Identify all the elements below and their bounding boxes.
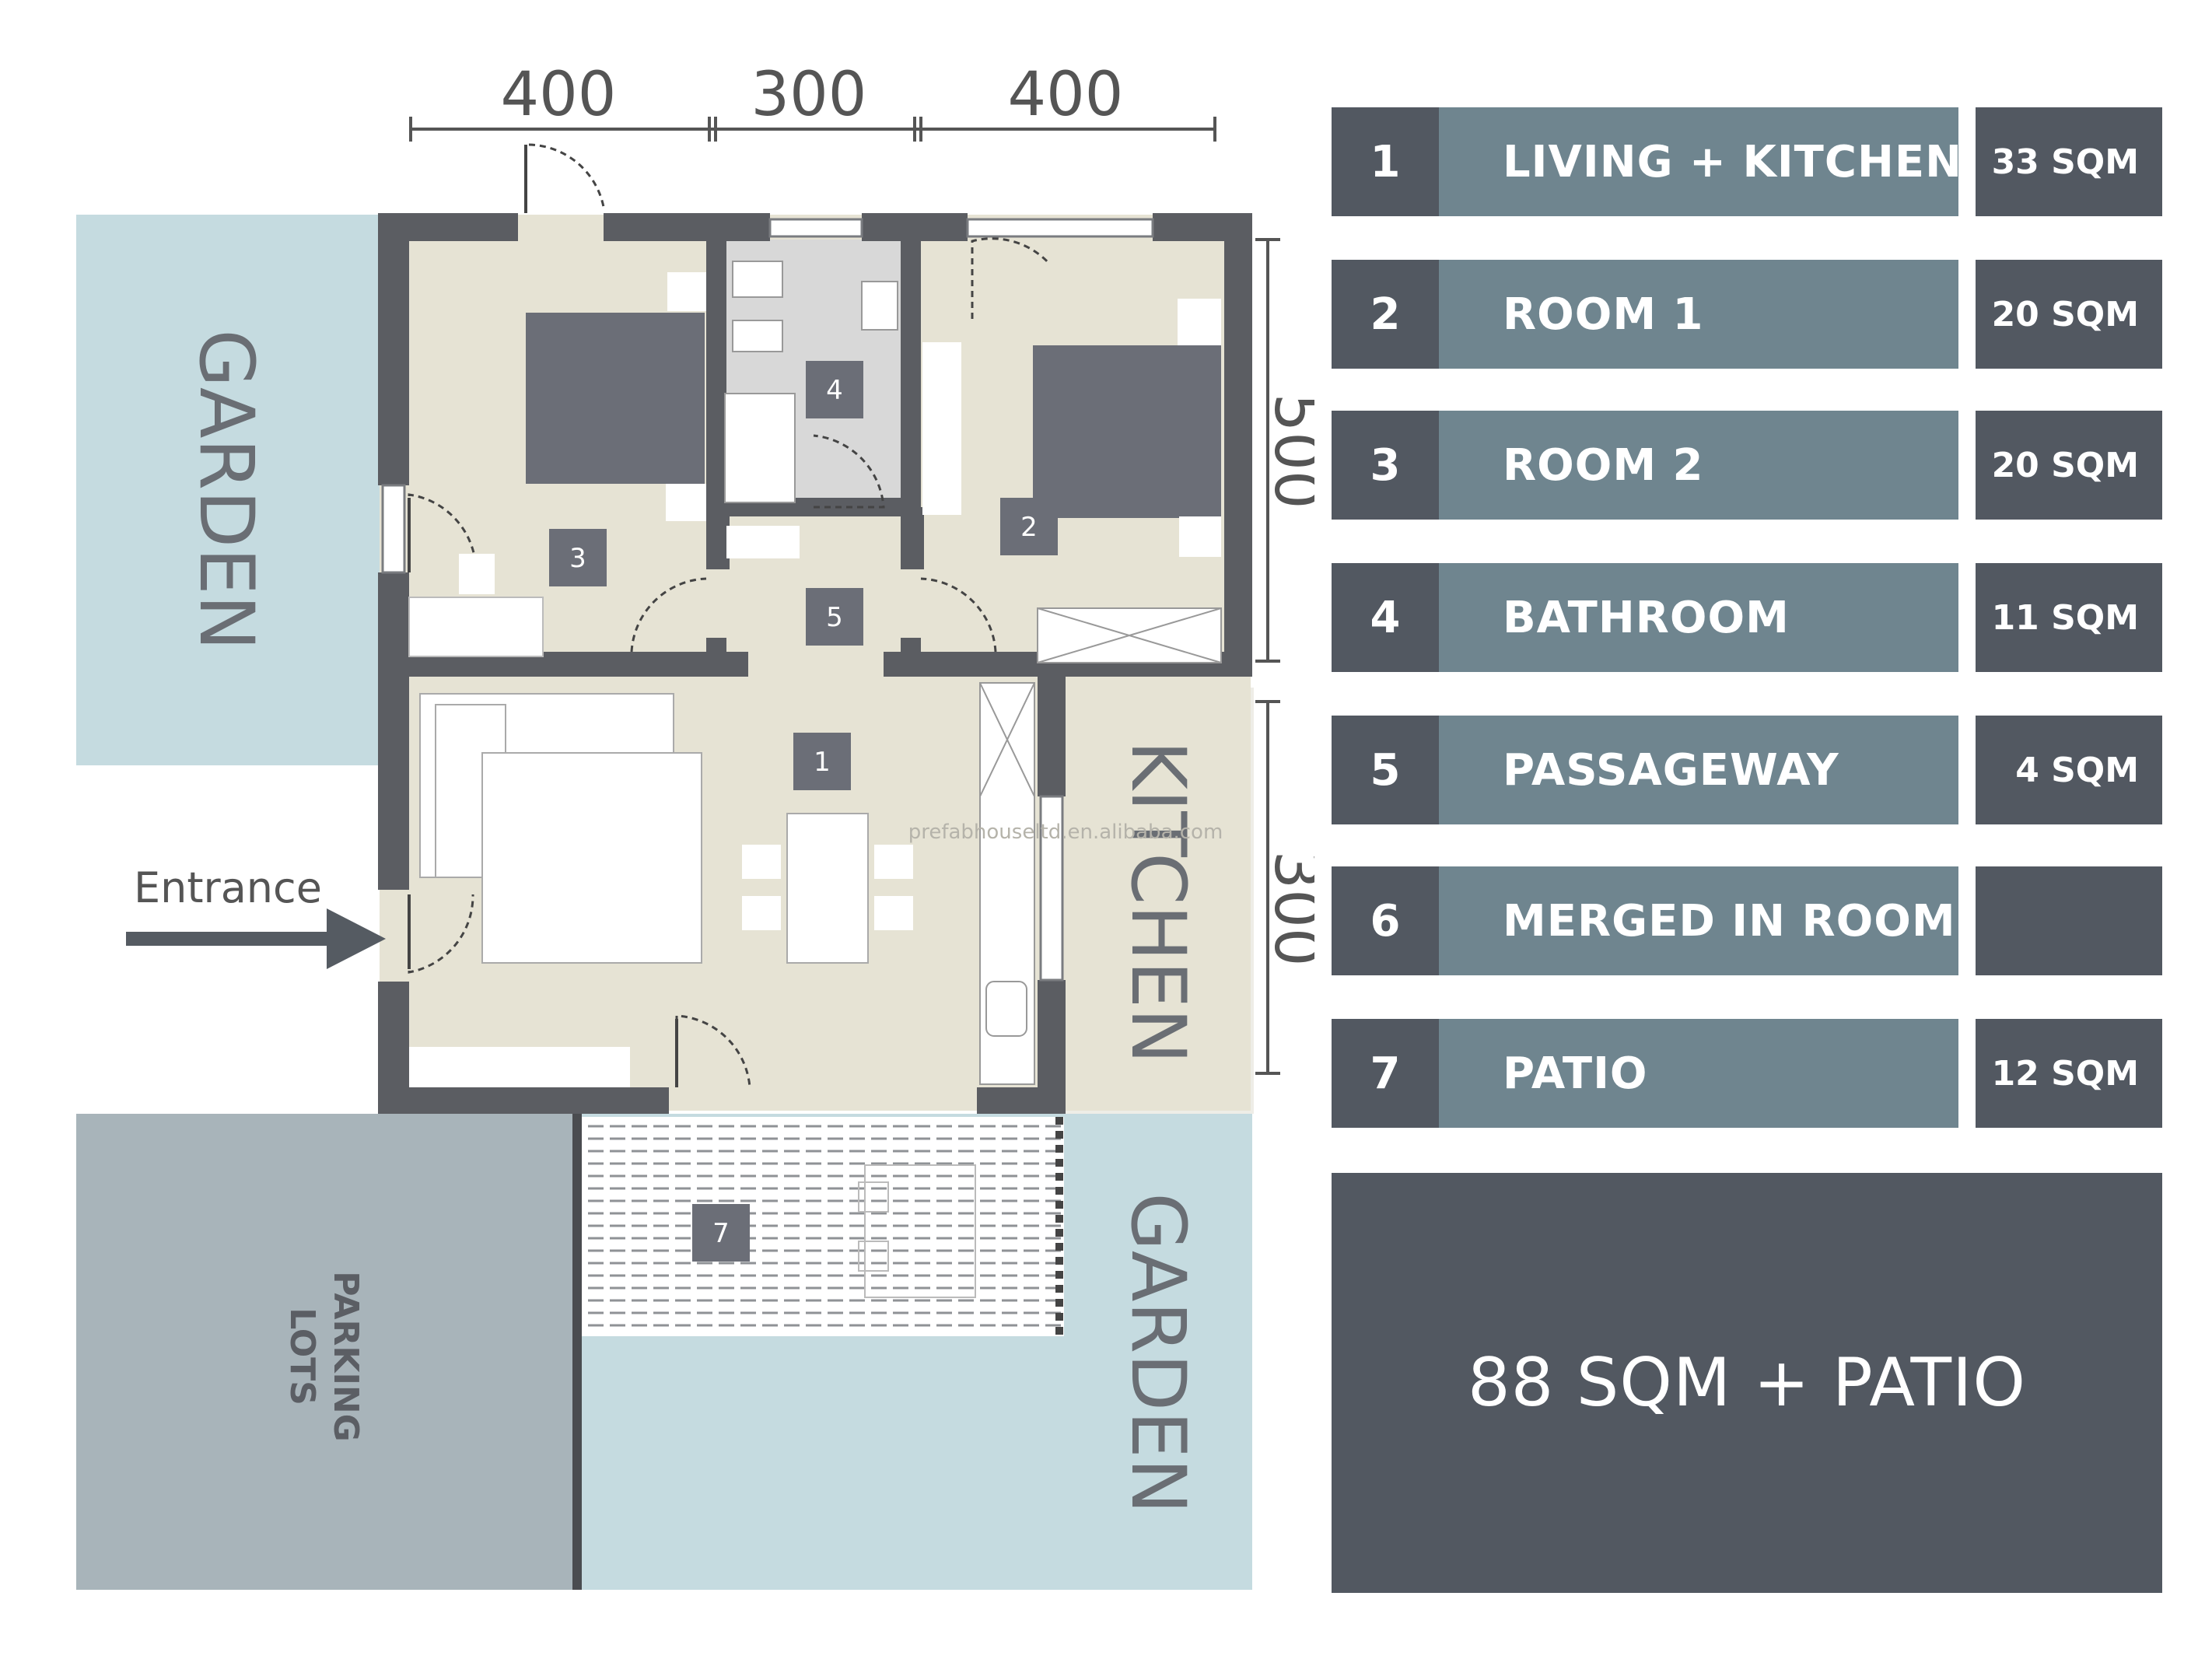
total-area-panel: 88 SQM + PATIO — [1332, 1173, 2162, 1593]
legend-area — [1976, 866, 2162, 975]
marker-1: 1 — [814, 747, 831, 778]
legend-area: 11 SQM — [1976, 563, 2162, 672]
windows — [381, 218, 1154, 982]
legend-name: BATHROOM — [1439, 563, 1958, 672]
legend-area: 20 SQM — [1976, 260, 2162, 369]
parking-label-line1: PARKING — [326, 1271, 366, 1442]
entrance-label: Entrance — [134, 863, 322, 912]
legend-row-3: 3 ROOM 2 20 SQM — [1332, 411, 2162, 520]
marker-5: 5 — [826, 602, 843, 633]
legend-row-2: 2 ROOM 1 20 SQM — [1332, 260, 2162, 369]
legend-row-5: 5 PASSAGEWAY 4 SQM — [1332, 716, 2162, 824]
legend-name: ROOM 2 — [1439, 411, 1958, 520]
marker-2: 2 — [1020, 512, 1038, 543]
marker-3: 3 — [569, 543, 586, 574]
legend-name: PASSAGEWAY — [1439, 716, 1958, 824]
garden-bottom-label: GARDEN — [1115, 1192, 1202, 1514]
legend-area: 4 SQM — [1976, 716, 2162, 824]
marker-4-box — [806, 361, 863, 418]
legend-row-1: 1 LIVING + KITCHEN 33 SQM — [1332, 107, 2162, 216]
walls — [378, 213, 1252, 1114]
furniture — [408, 261, 1222, 1298]
legend-num: 7 — [1332, 1019, 1439, 1128]
legend-row-7: 7 PATIO 12 SQM — [1332, 1019, 2162, 1128]
legend-area: 20 SQM — [1976, 411, 2162, 520]
legend-name: ROOM 1 — [1439, 260, 1958, 369]
legend-area: 33 SQM — [1976, 107, 2162, 216]
dimension-right-1: 500 — [1261, 394, 1314, 509]
legend-num: 5 — [1332, 716, 1439, 824]
marker-4: 4 — [826, 375, 843, 406]
garden-left-zone — [76, 215, 380, 765]
legend-num: 3 — [1332, 411, 1439, 520]
kitchen-label: KITCHEN — [1115, 740, 1202, 1064]
legend-name: PATIO — [1439, 1019, 1958, 1128]
legend-num: 2 — [1332, 260, 1439, 369]
legend-row-4: 4 BATHROOM 11 SQM — [1332, 563, 2162, 672]
garden-left-label: GARDEN — [183, 329, 270, 650]
room-markers: 1 2 3 4 5 7 — [549, 361, 1058, 1262]
dimension-top-1: 400 — [501, 60, 617, 130]
marker-3-box — [549, 529, 607, 586]
marker-1-box — [793, 733, 851, 790]
watermark: prefabhouseltd.en.alibaba.com — [908, 821, 1223, 844]
dimension-top-2: 300 — [751, 60, 867, 130]
dimension-top-3: 400 — [1008, 60, 1124, 130]
marker-7-box — [692, 1204, 750, 1262]
legend-area: 12 SQM — [1976, 1019, 2162, 1128]
dimension-right-2: 300 — [1261, 851, 1314, 967]
marker-2-box — [1000, 498, 1058, 555]
dimension-lines — [409, 117, 1280, 1075]
legend-row-6: 6 MERGED IN ROOM 2 — [1332, 866, 2162, 975]
door-leaves — [408, 145, 678, 1087]
marker-7: 7 — [712, 1218, 730, 1249]
patio-deck — [582, 1117, 1064, 1336]
legend-num: 1 — [1332, 107, 1439, 216]
parking-zone — [76, 1114, 576, 1590]
door-swings — [408, 143, 1052, 1088]
legend-name: MERGED IN ROOM 2 — [1439, 866, 2002, 975]
parking-label-line2: LOTS — [282, 1307, 322, 1405]
legend-name: LIVING + KITCHEN — [1439, 107, 1962, 216]
legend-num: 4 — [1332, 563, 1439, 672]
total-area-label: 88 SQM + PATIO — [1467, 1344, 2027, 1422]
entrance-arrow-icon — [126, 908, 386, 969]
marker-5-box — [806, 588, 863, 646]
legend-num: 6 — [1332, 866, 1439, 975]
floor-plan: 400 300 400 500 300 GARDEN KITCHEN GARDE… — [76, 60, 1314, 1590]
